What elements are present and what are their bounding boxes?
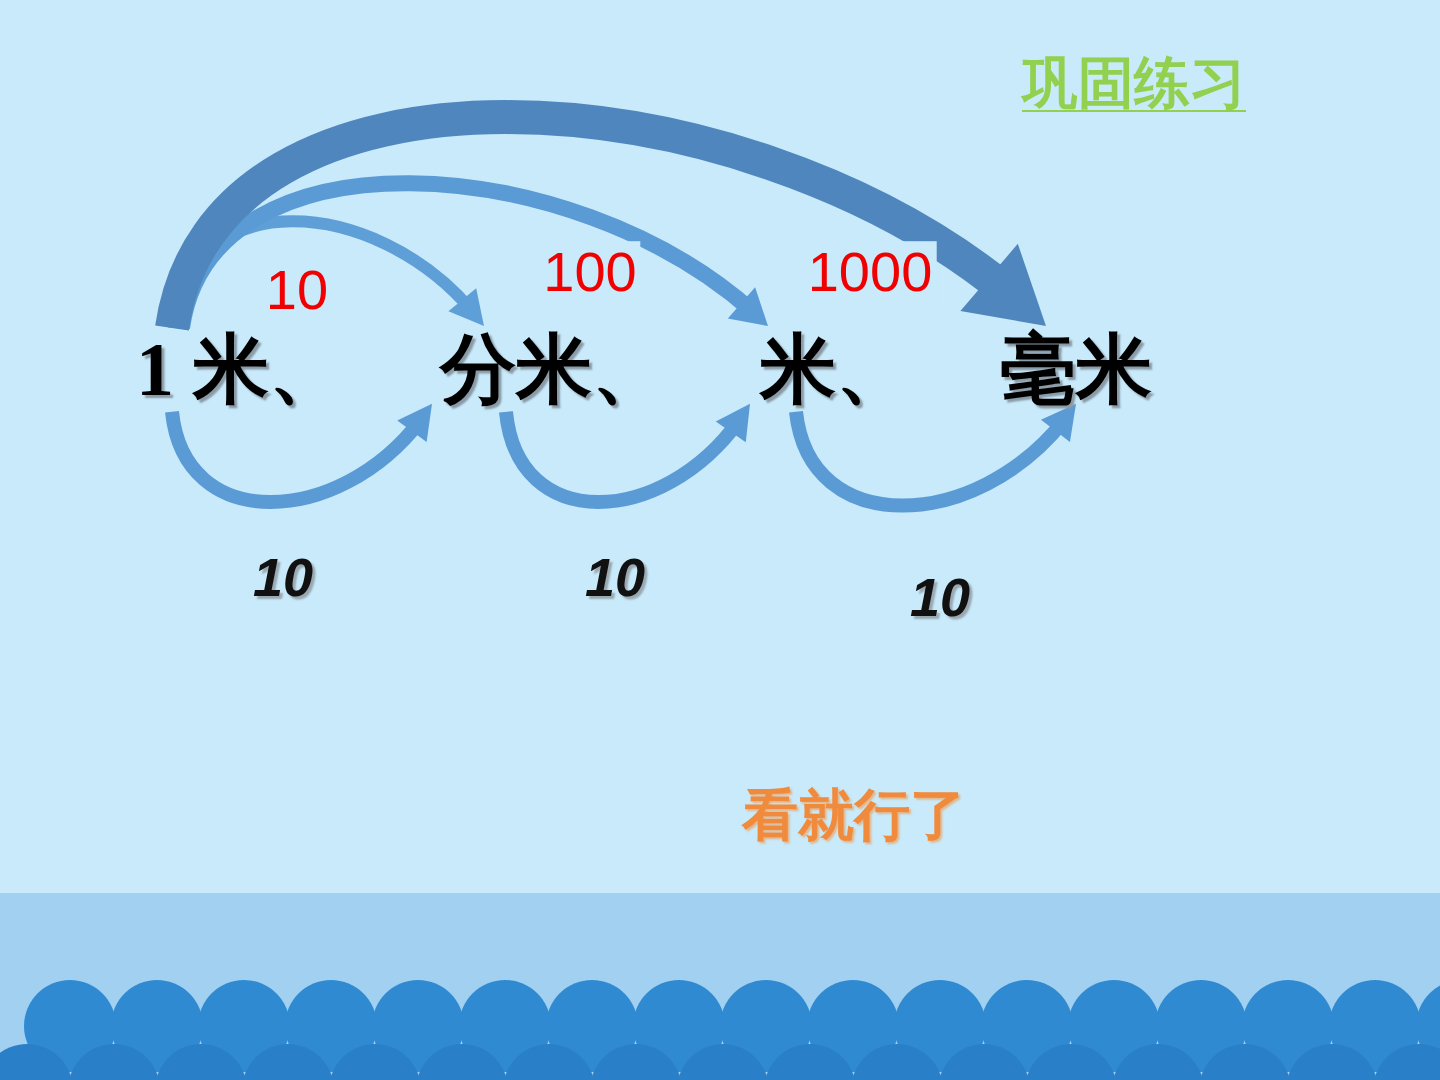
wave-arc <box>1112 1044 1204 1080</box>
wave-arc <box>764 1044 856 1080</box>
ratio-label: 10 <box>249 548 317 607</box>
unit-node: 1 米、 <box>132 330 349 410</box>
wave-arc <box>416 1044 508 1080</box>
wave-arc <box>1373 1044 1440 1080</box>
wave-arc <box>938 1044 1030 1080</box>
note-text: 看就行了 <box>742 784 966 846</box>
arrow-head <box>960 244 1046 326</box>
unit-node: 毫米 <box>996 330 1156 410</box>
wave-arc <box>242 1044 334 1080</box>
arrow-shaft <box>506 404 750 502</box>
conversion-arrow <box>182 183 768 328</box>
unit-node: 分米、 <box>436 330 672 410</box>
unit-text: 毫米 <box>1000 330 1152 410</box>
unit-node: 米、 <box>756 330 916 410</box>
conversion-arrow <box>172 117 1046 328</box>
wave-arc <box>590 1044 682 1080</box>
conversion-arrow <box>796 404 1076 506</box>
arrow-shaft <box>172 404 432 502</box>
wave-arc <box>68 1044 160 1080</box>
ratio-label: 10 <box>262 259 332 321</box>
arrow-head <box>448 288 484 326</box>
arrow-shaft <box>796 404 1076 506</box>
wave-arc <box>329 1044 421 1080</box>
arrow-shaft <box>182 183 768 328</box>
unit-text: 分米、 <box>440 330 668 410</box>
arrow-shaft <box>172 117 1046 328</box>
wave-arc <box>1025 1044 1117 1080</box>
slide-title: 巩固练习 <box>1022 52 1246 114</box>
wave-arc <box>677 1044 769 1080</box>
unit-text: 1 米、 <box>136 330 345 410</box>
wave-arc <box>155 1044 247 1080</box>
wave-pattern <box>0 980 1440 1080</box>
ratio-label: 1000 <box>804 241 937 303</box>
arrow-head <box>716 404 750 442</box>
wave-arc <box>1199 1044 1291 1080</box>
ratio-label: 100 <box>539 241 640 303</box>
wave-arc <box>0 1044 73 1080</box>
wave-arc <box>851 1044 943 1080</box>
unit-text: 米、 <box>760 330 912 410</box>
ratio-label: 10 <box>906 568 974 627</box>
conversion-arrow <box>172 404 432 502</box>
ratio-label: 10 <box>581 548 649 607</box>
arrow-head <box>728 287 768 326</box>
wave-arc <box>503 1044 595 1080</box>
wave-arc <box>1286 1044 1378 1080</box>
conversion-arrow <box>506 404 750 502</box>
arrow-head <box>397 404 432 442</box>
